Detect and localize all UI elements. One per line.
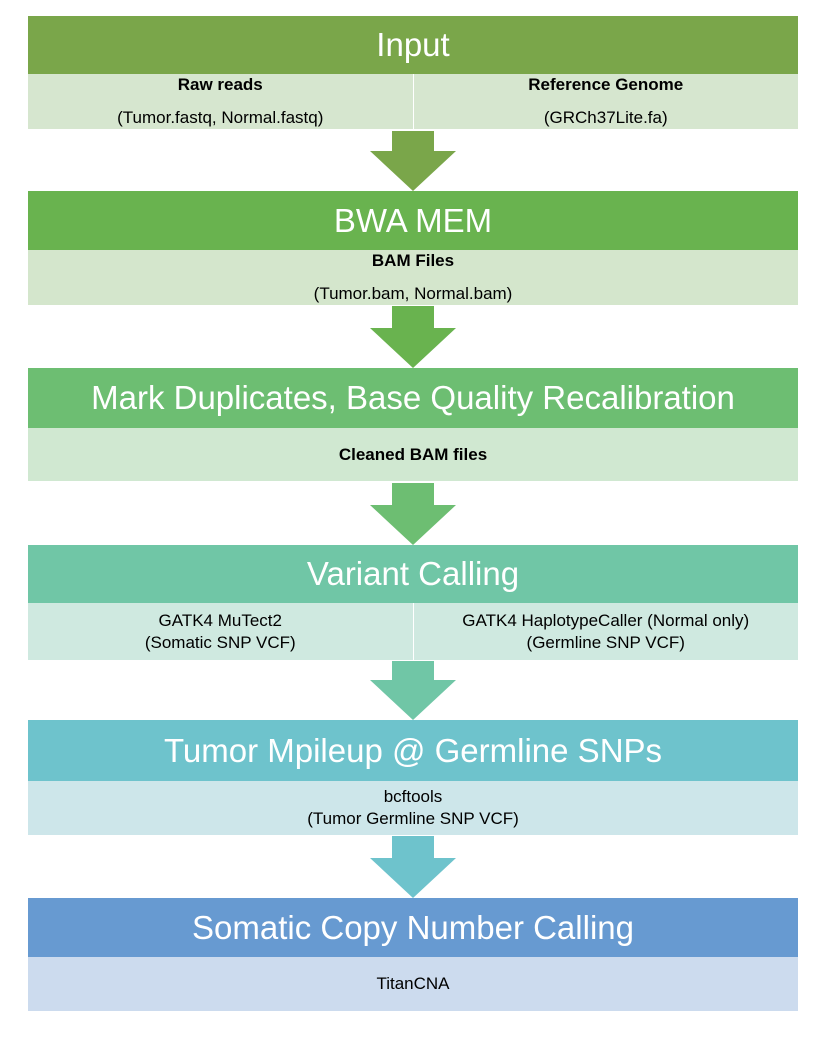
somatic-cn-title: Somatic Copy Number Calling xyxy=(191,908,634,946)
somatic-cn-header: Somatic Copy Number Calling xyxy=(28,898,798,957)
bam-files-label: BAM Files xyxy=(371,251,455,270)
cleaned-bam-cell: Cleaned BAM files xyxy=(28,428,798,481)
variant-calling-header: Variant Calling xyxy=(28,545,798,603)
haplotypecaller-output: (Germline SNP VCF) xyxy=(526,632,685,652)
haplotypecaller-cell: GATK4 HaplotypeCaller (Normal only) (Ger… xyxy=(412,603,799,660)
bwa-header: BWA MEM xyxy=(28,191,798,250)
raw-reads-detail: (Tumor.fastq, Normal.fastq) xyxy=(117,108,324,127)
mark-duplicates-header: Mark Duplicates, Base Quality Recalibrat… xyxy=(28,368,798,428)
variant-calling-body: GATK4 MuTect2 (Somatic SNP VCF) GATK4 Ha… xyxy=(28,603,798,660)
reference-genome-detail: (GRCh37Lite.fa) xyxy=(543,108,668,127)
mutect2-cell: GATK4 MuTect2 (Somatic SNP VCF) xyxy=(28,603,413,660)
variant-calling-title: Variant Calling xyxy=(306,555,520,592)
bcftools-output: (Tumor Germline SNP VCF) xyxy=(307,809,519,828)
down-arrow-icon xyxy=(370,306,456,368)
pipeline-diagram: Input Raw reads (Tumor.fastq, Normal.fas… xyxy=(28,0,798,1050)
titancna-tool: TitanCNA xyxy=(376,974,450,993)
mutect2-tool: GATK4 MuTect2 xyxy=(158,610,282,630)
bcftools-tool: bcftools xyxy=(383,787,443,806)
titancna-cell: TitanCNA xyxy=(28,957,798,1011)
bwa-title: BWA MEM xyxy=(333,201,493,239)
down-arrow-icon xyxy=(370,483,456,545)
reference-genome-label: Reference Genome xyxy=(528,75,684,94)
mark-duplicates-body: Cleaned BAM files xyxy=(28,428,798,481)
cleaned-bam-label: Cleaned BAM files xyxy=(338,444,488,464)
bam-files-detail: (Tumor.bam, Normal.bam) xyxy=(313,284,513,303)
reference-genome-cell: Reference Genome (GRCh37Lite.fa) xyxy=(412,74,799,129)
down-arrow-icon xyxy=(370,836,456,898)
raw-reads-cell: Raw reads (Tumor.fastq, Normal.fastq) xyxy=(28,74,413,129)
tumor-mpileup-title: Tumor Mpileup @ Germline SNPs xyxy=(163,731,663,769)
input-body: Raw reads (Tumor.fastq, Normal.fastq) Re… xyxy=(28,74,798,129)
down-arrow-icon xyxy=(370,661,456,720)
bam-files-cell: BAM Files (Tumor.bam, Normal.bam) xyxy=(28,250,798,305)
down-arrow-icon xyxy=(370,131,456,191)
mutect2-output: (Somatic SNP VCF) xyxy=(144,632,296,652)
bcftools-cell: bcftools (Tumor Germline SNP VCF) xyxy=(28,781,798,835)
bwa-body: BAM Files (Tumor.bam, Normal.bam) xyxy=(28,250,798,305)
tumor-mpileup-header: Tumor Mpileup @ Germline SNPs xyxy=(28,720,798,781)
mark-duplicates-title: Mark Duplicates, Base Quality Recalibrat… xyxy=(91,379,735,416)
raw-reads-label: Raw reads xyxy=(177,75,263,94)
input-title: Input xyxy=(376,26,450,63)
somatic-cn-body: TitanCNA xyxy=(28,957,798,1011)
tumor-mpileup-body: bcftools (Tumor Germline SNP VCF) xyxy=(28,781,798,835)
input-header: Input xyxy=(28,16,798,74)
haplotypecaller-tool: GATK4 HaplotypeCaller (Normal only) xyxy=(462,610,750,630)
